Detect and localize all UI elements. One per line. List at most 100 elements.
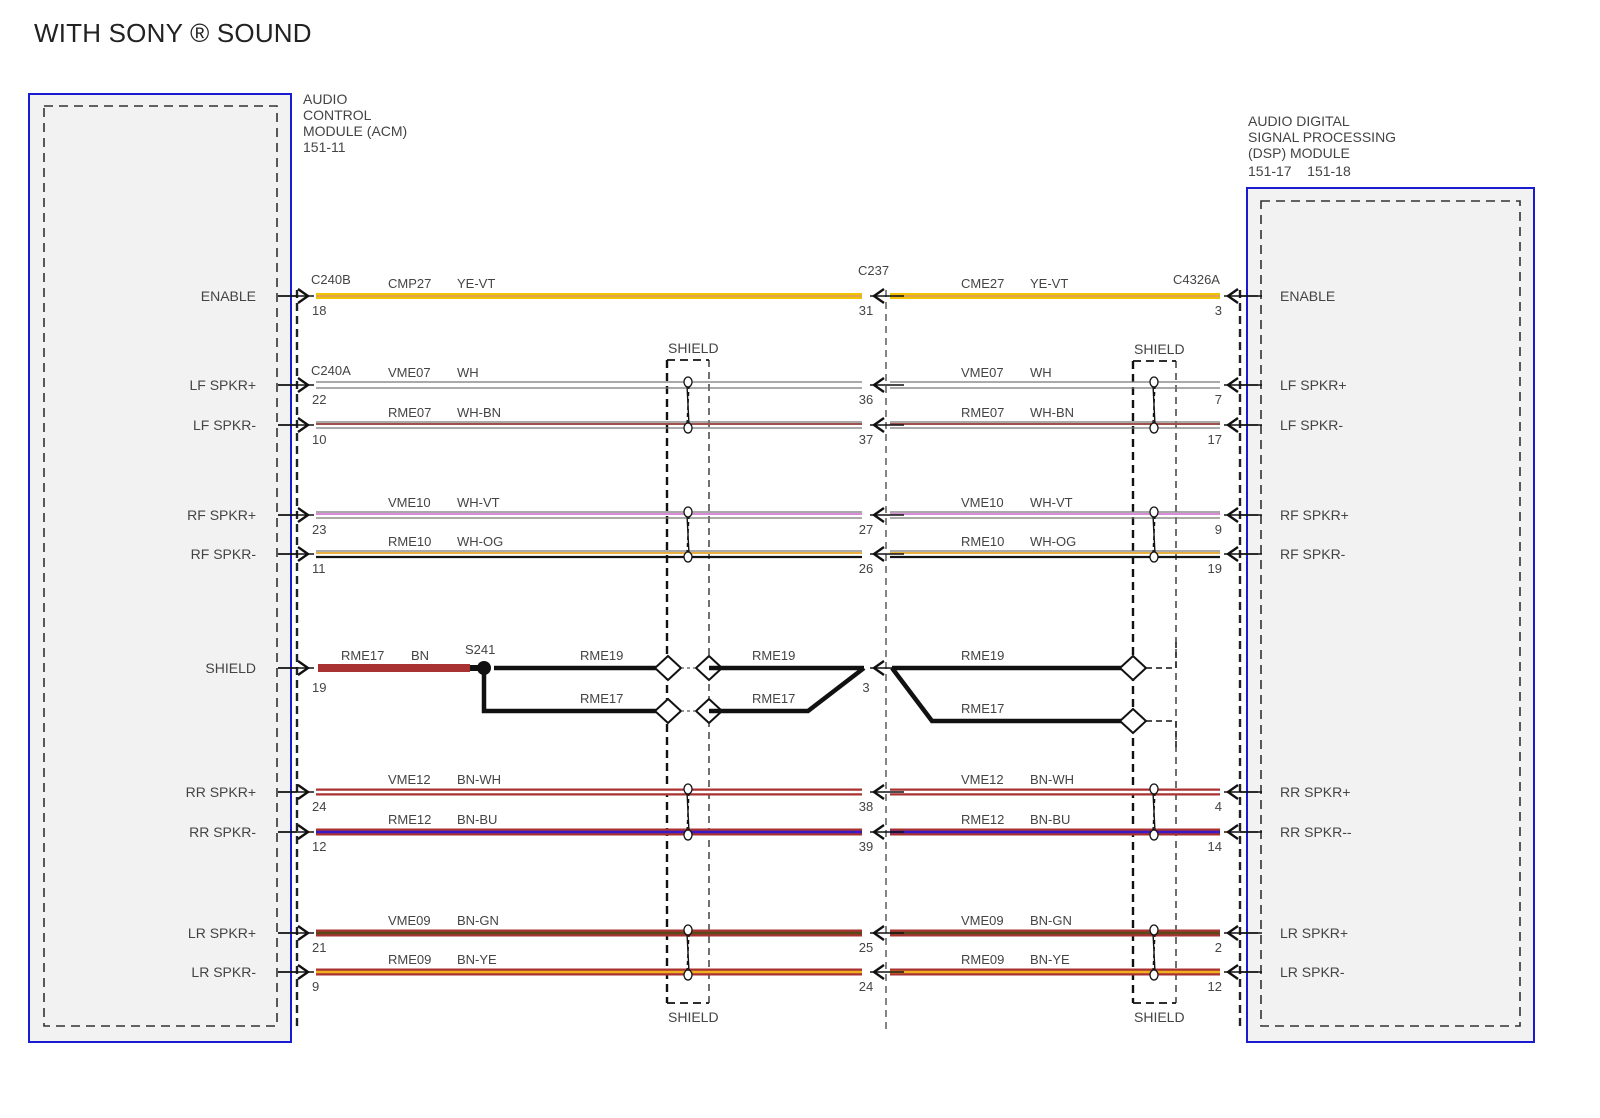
branch-rme17-right [890, 666, 1125, 724]
acm-pin-arrow [297, 417, 311, 433]
dsp-pin-label: ENABLE [1280, 288, 1335, 304]
dsp-pin-arrow [1225, 925, 1239, 941]
acm-pin-number: 23 [312, 522, 326, 537]
svg-text:(DSP) MODULE: (DSP) MODULE [1248, 145, 1350, 161]
twist-end [1149, 506, 1159, 518]
svg-text:AUDIO DIGITAL: AUDIO DIGITAL [1248, 113, 1350, 129]
twist-line [686, 384, 690, 426]
left-wire-color: BN-GN [457, 913, 499, 928]
connector-c240b: C240B [311, 272, 351, 287]
inline-pin-arrow [871, 546, 885, 562]
twist-end [1149, 924, 1159, 936]
splice-label: S241 [465, 642, 495, 657]
dsp-pin-arrow [1225, 288, 1239, 304]
twist-line [1152, 932, 1156, 973]
twisted-pair-icon [683, 506, 693, 563]
dsp-pin-arrow [1225, 964, 1239, 980]
left-circuit-id: RME17 [341, 648, 384, 663]
twist-end [683, 376, 693, 388]
branch-label: RME17 [580, 691, 623, 706]
right-circuit-id: VME10 [961, 495, 1004, 510]
twist-end [683, 422, 693, 434]
shield-box [1131, 360, 1177, 1004]
inline-pin-number: 39 [859, 839, 873, 854]
acm-pin-arrow [297, 660, 311, 676]
left-wire-color: YE-VT [457, 276, 495, 291]
branch-label: RME17 [961, 701, 1004, 716]
branch-label: RME17 [752, 691, 795, 706]
inline-pin-arrow [871, 925, 885, 941]
inline-pin-number: 26 [859, 561, 873, 576]
right-circuit-id: RME10 [961, 534, 1004, 549]
dsp-pin-arrow [1225, 417, 1239, 433]
shield-drain-diamond-icon [1118, 707, 1148, 735]
dsp-pin-label: RF SPKR- [1280, 546, 1346, 562]
acm-module[interactable] [28, 93, 292, 1043]
acm-pin-number: 21 [312, 940, 326, 955]
acm-pin-number: 12 [312, 839, 326, 854]
acm-pin-arrow [297, 288, 311, 304]
twist-line [686, 932, 690, 973]
dsp-pin-arrow [1225, 377, 1239, 393]
dsp-pin-number: 19 [1208, 561, 1222, 576]
acm-pin-label: LF SPKR+ [189, 377, 256, 393]
acm-pin-arrow [297, 377, 311, 393]
twisted-pair-icon [683, 376, 693, 434]
acm-name-label: AUDIO CONTROL MODULE (ACM) 151-11 [303, 91, 407, 155]
acm-pin-number: 18 [312, 303, 326, 318]
svg-text:CONTROL: CONTROL [303, 107, 372, 123]
right-wire-color: WH-OG [1030, 534, 1076, 549]
twist-line [1152, 791, 1156, 833]
branch-label: RME19 [580, 648, 623, 663]
acm-pin-label: LR SPKR+ [188, 925, 256, 941]
inline-pin-arrow [871, 824, 885, 840]
right-circuit-id: VME09 [961, 913, 1004, 928]
acm-pin-number: 22 [312, 392, 326, 407]
twist-end [683, 506, 693, 518]
left-circuit-id: VME10 [388, 495, 431, 510]
inline-pin-number: 25 [859, 940, 873, 955]
dsp-module[interactable] [1246, 187, 1535, 1043]
acm-pin-number: 10 [312, 432, 326, 447]
left-wire-color: WH [457, 365, 479, 380]
right-wire-color: WH-VT [1030, 495, 1073, 510]
twist-line [686, 514, 690, 555]
shield-drain-diamond-icon [1118, 654, 1148, 682]
inline-pin-arrow [871, 377, 885, 393]
shield-drain-diamond-icon [653, 654, 683, 682]
inline-pin-arrow [871, 964, 885, 980]
twist-end [683, 829, 693, 841]
dsp-pin-label: RF SPKR+ [1280, 507, 1349, 523]
acm-pin-number: 24 [312, 799, 326, 814]
dsp-pin-number: 17 [1208, 432, 1222, 447]
right-wire-color: BN-YE [1030, 952, 1070, 967]
left-wire-color: BN-YE [457, 952, 497, 967]
right-wire-color: YE-VT [1030, 276, 1068, 291]
left-wire-color: BN [411, 648, 429, 663]
dsp-pin-number: 7 [1215, 392, 1222, 407]
shield-drain-diamond-icon [653, 697, 683, 725]
acm-pin-number: 9 [312, 979, 319, 994]
acm-pin-arrow [297, 784, 311, 800]
right-circuit-id: RME07 [961, 405, 1004, 420]
dsp-pin-number: 14 [1208, 839, 1222, 854]
acm-pin-label: LR SPKR- [191, 964, 256, 980]
left-wire-color: WH-VT [457, 495, 500, 510]
right-circuit-id: RME12 [961, 812, 1004, 827]
right-wire-color: BN-WH [1030, 772, 1074, 787]
twist-end [683, 969, 693, 981]
twisted-pair-icon [1149, 924, 1159, 981]
dsp-pin-number: 4 [1215, 799, 1222, 814]
dsp-pin-number: 9 [1215, 522, 1222, 537]
